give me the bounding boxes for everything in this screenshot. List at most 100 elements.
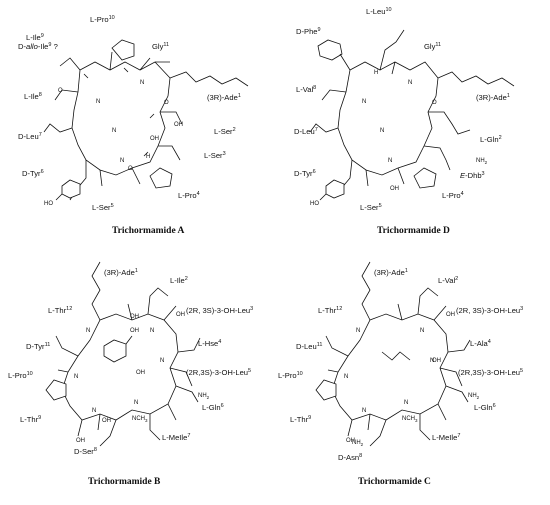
label-c-l-pro10: L-Pro10 [278,371,303,380]
label-b-l-hse4: L-Hse4 [198,339,221,348]
label-b-l-thr12: L-Thr12 [48,306,72,315]
label-c-3r-ade1: (3R)-Ade1 [374,268,408,277]
label-b-d-tyr11: D-Tyr11 [26,342,50,351]
svg-text:N: N [112,128,116,134]
svg-text:H: H [374,70,378,76]
svg-text:OH: OH [130,328,139,334]
label-a-d-leu7: D-Leu7 [18,132,42,141]
svg-text:N: N [86,328,90,334]
label-a-ho: HO [44,201,53,207]
label-b-l-gln6: L-Gln6 [202,403,224,412]
svg-text:O: O [432,100,437,106]
label-a-l-ile8: L-Ile8 [24,92,42,101]
label-b-3r-ade1: (3R)-Ade1 [104,268,138,277]
svg-text:N: N [92,408,96,414]
label-d-l-gln2: L-Gln2 [480,135,502,144]
svg-text:OH: OH [150,136,159,142]
label-b-nh2: NH2 [198,393,210,400]
label-d-d-tyr6: D-Tyr6 [294,169,316,178]
svg-text:N: N [380,128,384,134]
label-d-nh2: NH2 [476,158,488,165]
label-d-l-ser5: L-Ser5 [360,203,382,212]
label-c-nch3: NCH3 [402,416,418,423]
label-b-oh: OH [130,314,139,320]
label-d-l-pro4: L-Pro4 [442,191,464,200]
label-d-gly11: Gly11 [424,42,441,51]
label-d-ho: HO [310,201,319,207]
label-a-gly11: Gly11 [152,42,169,51]
label-c-l-meile7: L-MeIle7 [432,433,460,442]
svg-text:N: N [344,374,348,380]
label-d-3r-ade1: (3R)-Ade1 [476,93,510,102]
svg-text:OH: OH [346,438,355,444]
label-d-d-leu7: D-Leu7 [294,127,318,136]
label-d-l-val8: L-Val8 [296,85,316,94]
svg-text:N: N [362,408,366,414]
svg-text:OH: OH [76,438,85,444]
label-a-l-ser3: L-Ser3 [204,151,226,160]
label-c-nh2-asn: NH2 [352,440,364,447]
structure-trichormamide-b: OH OH OH N N N N N N OH OH [45,261,201,447]
label-c-oh-leu3: (2R, 3S)-3-OH-Leu3 [456,306,523,315]
svg-text:N: N [408,80,412,86]
label-a-l-ile9: L-Ile9 [26,33,44,42]
svg-text:OH: OH [102,418,111,424]
label-b-l-meile7: L-MeIle7 [162,433,190,442]
label-a-l-ser2: L-Ser2 [214,127,236,136]
label-a-l-ser5: L-Ser5 [92,203,114,212]
svg-text:N: N [430,358,434,364]
svg-text:OH: OH [390,186,399,192]
title-trichormamide-d: Trichormamide D [377,226,450,236]
svg-text:N: N [140,80,144,86]
label-c-oh-leu5: (2R,3S)-3-OH-Leu5 [458,368,523,377]
svg-text:O: O [164,100,169,106]
svg-text:O: O [58,88,63,94]
title-trichormamide-b: Trichormamide B [88,477,161,487]
label-c-d-asn8: D-Asn8 [338,453,362,462]
structure-trichormamide-c: OH OH N N N N N N OH [315,261,471,447]
svg-text:N: N [420,328,424,334]
label-d-l-leu10: L-Leu10 [366,7,392,16]
svg-text:OH: OH [174,122,183,128]
label-c-l-thr9: L-Thr9 [290,415,311,424]
label-c-l-val2: L-Val2 [438,276,458,285]
svg-text:OH: OH [176,312,185,318]
label-d-e-dhb3: E-Dhb3 [460,171,485,180]
label-b-oh-leu3: (2R, 3S)-3-OH-Leu3 [186,306,253,315]
svg-text:H: H [146,154,150,160]
label-b-l-thr9: L-Thr9 [20,415,41,424]
svg-text:N: N [160,358,164,364]
svg-text:N: N [150,328,154,334]
title-trichormamide-c: Trichormamide C [358,477,431,487]
label-a-l-pro10: L-Pro10 [90,15,115,24]
svg-text:OH: OH [432,358,441,364]
structure-trichormamide-d: N N N N H O OH [309,29,515,201]
label-c-l-gln6: L-Gln6 [474,403,496,412]
label-b-d-ser8: D-Ser8 [74,447,97,456]
svg-text:N: N [362,99,366,105]
label-a-d-tyr6: D-Tyr6 [22,169,44,178]
structure-trichormamide-a: N N N N H O O OH OH O [43,39,249,201]
svg-text:N: N [120,158,124,164]
label-b-l-pro10: L-Pro10 [8,371,33,380]
label-a-d-allo-ile9: D-allo-Ile9 ? [18,42,58,51]
svg-text:N: N [388,158,392,164]
svg-text:N: N [74,374,78,380]
label-b-oh-leu5: (2R,3S)-3-OH-Leu5 [186,368,251,377]
label-b-l-ile2: L-Ile2 [170,276,188,285]
label-c-l-thr12: L-Thr12 [318,306,342,315]
svg-text:O: O [128,166,133,172]
svg-text:N: N [404,400,408,406]
svg-text:OH: OH [136,370,145,376]
svg-text:N: N [134,400,138,406]
label-d-d-phe9: D-Phe9 [296,27,321,36]
label-a-3r-ade1: (3R)-Ade1 [207,93,241,102]
label-c-nh2: NH2 [468,393,480,400]
label-c-l-ala4: L-Ala4 [470,339,491,348]
svg-text:N: N [96,99,100,105]
title-trichormamide-a: Trichormamide A [112,226,185,236]
svg-text:N: N [356,328,360,334]
label-c-d-leu11: D-Leu11 [296,342,322,351]
svg-text:OH: OH [446,312,455,318]
